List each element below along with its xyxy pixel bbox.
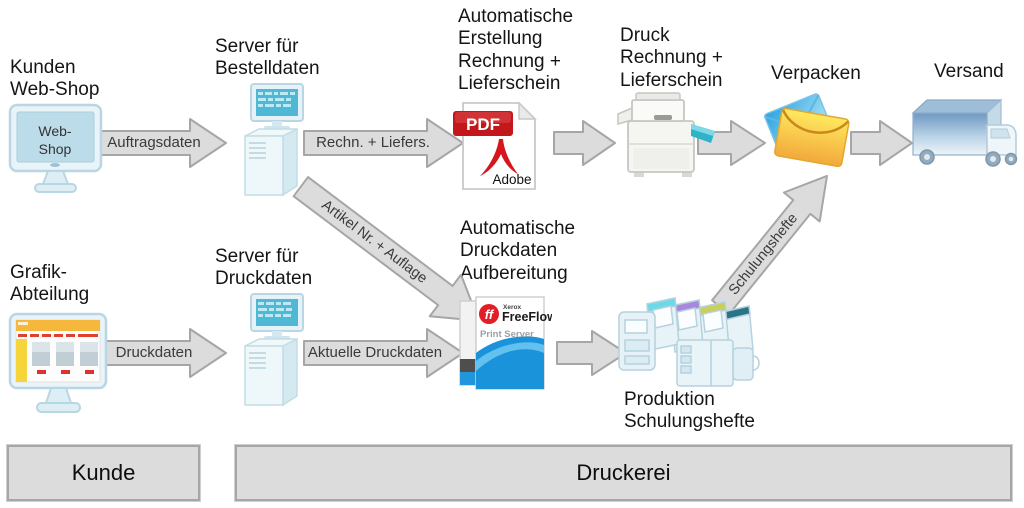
flow-label-artikel-auflage: Artikel Nr. + Auflage — [318, 197, 431, 287]
flow-label-aktuelle-druckdaten: Aktuelle Druckdaten — [307, 344, 443, 361]
arrow-artikel-auflage: Artikel Nr. + Auflage — [283, 164, 497, 345]
pdf-adobe-icon: PDF Adobe — [453, 101, 537, 190]
grafik-monitor-icon — [8, 312, 108, 413]
server-druckdaten-icon — [244, 293, 304, 407]
arrow-pdf-to-druck — [553, 120, 616, 166]
arrow-verpacken-to-versand — [850, 120, 913, 166]
flow-label-rechn-liefers: Rechn. + Liefers. — [316, 134, 430, 151]
svg-text:Shop: Shop — [39, 141, 72, 157]
freeflow-box-icon: ff Xerox FreeFlow Print Server — [459, 296, 552, 390]
label-verpacken: Verpacken — [771, 63, 861, 84]
label-server-bestelldaten: Server für Bestelldaten — [215, 36, 320, 80]
svg-text:Adobe: Adobe — [492, 172, 531, 187]
arrow-freeflow-to-produktion — [556, 330, 627, 376]
zone-kunde: Kunde — [7, 445, 200, 501]
server-bestelldaten-icon — [244, 83, 304, 197]
flow-label-druckdaten: Druckdaten — [115, 344, 193, 361]
arrow-druck-to-verpacken — [697, 120, 766, 166]
arrow-druckdaten — [98, 328, 227, 378]
truck-icon — [911, 98, 1018, 167]
label-grafik-abteilung: Grafik- Abteilung — [10, 262, 90, 306]
arrow-schulungshefte: Schulungshefte — [701, 159, 848, 324]
svg-text:ff: ff — [485, 307, 495, 322]
printer-icon — [617, 92, 715, 177]
label-server-druckdaten: Server für Druckdaten — [215, 246, 313, 290]
svg-text:PDF: PDF — [466, 115, 500, 134]
label-druck-rechnung: Druck Rechnung + Lieferschein — [620, 25, 723, 91]
label-versand: Versand — [934, 61, 1004, 82]
envelopes-icon — [764, 93, 850, 168]
label-auto-erstellung: Automatische Erstellung Rechnung + Liefe… — [458, 6, 574, 95]
svg-text:Xerox: Xerox — [503, 304, 521, 311]
svg-text:Print Server: Print Server — [480, 329, 534, 340]
zone-druckerei: Druckerei — [235, 445, 1012, 501]
svg-text:Web-: Web- — [38, 123, 72, 139]
arrow-rechn-liefers — [303, 118, 464, 168]
label-produktion: Produktion Schulungshefte — [624, 389, 755, 433]
svg-text:FreeFlow: FreeFlow — [502, 310, 552, 324]
arrow-aktuelle-druckdaten — [303, 328, 464, 378]
flow-label-auftragsdaten: Auftragsdaten — [107, 134, 201, 151]
production-printers-icon — [618, 297, 760, 387]
webshop-monitor-icon: Web- Shop — [8, 103, 103, 193]
label-kunden-webshop: Kunden Web-Shop — [10, 57, 100, 101]
label-auto-druckdaten: Automatische Druckdaten Aufbereitung — [460, 218, 576, 284]
arrow-auftragsdaten — [98, 118, 227, 168]
